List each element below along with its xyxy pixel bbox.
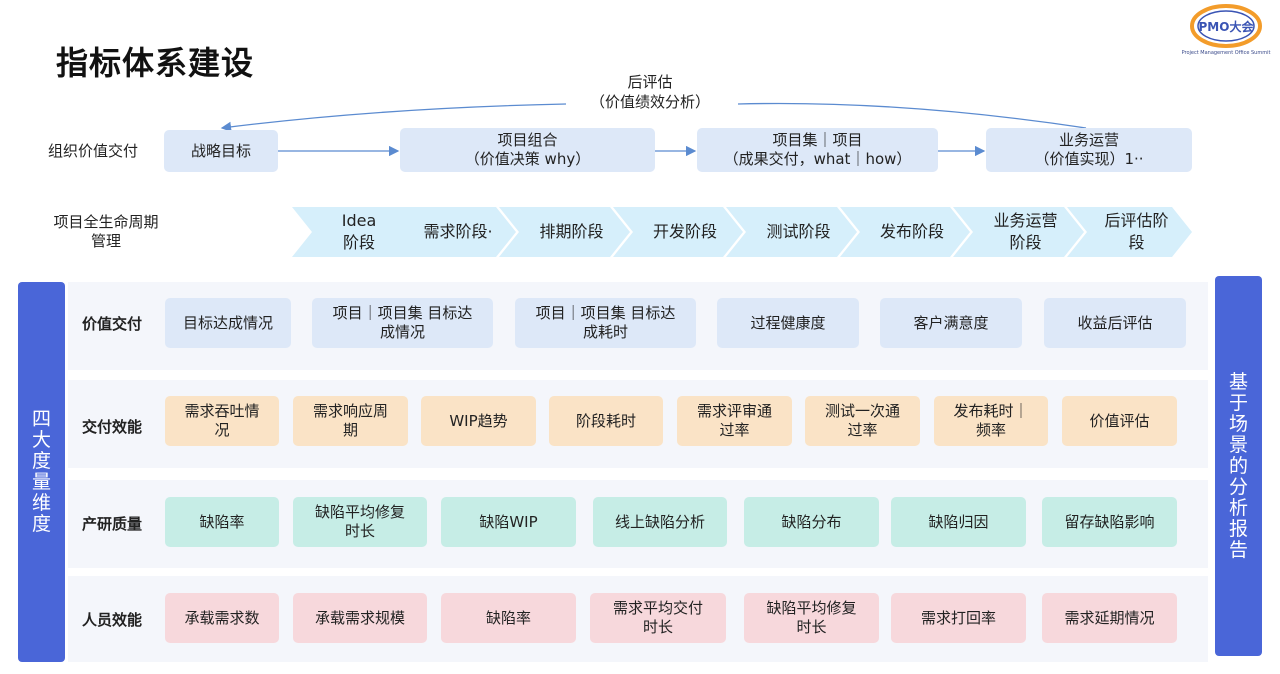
chevron-release [840,207,970,257]
chevron-idea [292,207,412,257]
metric-value-3: 项目｜项目集 目标达成耗时 [515,298,696,348]
metric-people-4: 需求平均交付时长 [590,593,726,643]
four-dimensions-bar: 四大度 量维度 [18,282,65,662]
metric-value-4: 过程健康度 [717,298,859,348]
logo-subtitle: Project Management Office Summit [1181,50,1271,56]
stage-post-eval: 后评估阶段 [1104,211,1169,252]
metric-efficiency-4: 阶段耗时 [549,396,663,446]
stage-develop: 开发阶段 [652,222,717,241]
metric-people-1: 承载需求数 [165,593,279,643]
metric-quality-2: 缺陷平均修复时长 [293,497,427,547]
chevron-develop [613,207,743,257]
stage-schedule: 排期阶段 [539,222,604,241]
metric-people-6: 需求打回率 [891,593,1026,643]
metric-quality-6: 缺陷归因 [891,497,1026,547]
lifecycle-label: 项目全生命周期 管理 [53,213,159,250]
org-item-strategy: 战略目标 [164,130,278,172]
dimension-label-efficiency: 交付效能 [82,418,143,436]
post-evaluation-label: 后评估 （价值绩效分析） [589,73,710,111]
stage-release: 发布阶段 [879,222,944,241]
metric-efficiency-8: 价值评估 [1062,396,1177,446]
metric-value-5: 客户满意度 [880,298,1022,348]
chevron-requirement [386,207,516,257]
org-item-portfolio: 项目组合（价值决策 why） [400,128,655,172]
org-value-label: 组织价值交付 [48,142,139,160]
chevron-test [726,207,857,257]
metric-quality-7: 留存缺陷影响 [1042,497,1177,547]
feedback-arrow [737,102,1087,129]
metric-quality-1: 缺陷率 [165,497,279,547]
metric-efficiency-6: 测试一次通过率 [805,396,920,446]
metric-value-6: 收益后评估 [1044,298,1186,348]
metric-people-3: 缺陷率 [441,593,576,643]
metric-quality-3: 缺陷WIP [441,497,576,547]
metric-efficiency-2: 需求响应周期 [293,396,408,446]
metric-people-5: 缺陷平均修复时长 [744,593,879,643]
metric-efficiency-5: 需求评审通过率 [677,396,792,446]
metric-efficiency-3: WIP趋势 [421,396,536,446]
stage-test: 测试阶段 [766,222,831,241]
stage-operation: 业务运营阶段 [993,211,1058,252]
logo-mark-icon: PMO大会 [1190,4,1262,48]
metric-quality-5: 缺陷分布 [744,497,879,547]
chevron-post-eval [1067,207,1192,257]
pmo-logo: PMO大会 [1186,2,1266,58]
scenario-report-bar: 基于场 景的分 析报告 [1215,276,1262,656]
stage-requirement: 需求阶段· [423,222,493,241]
chevron-operation [953,207,1084,257]
dimension-label-value: 价值交付 [82,315,143,333]
metric-efficiency-7: 发布耗时｜频率 [934,396,1048,446]
dimension-label-quality: 产研质量 [82,515,143,533]
metric-people-7: 需求延期情况 [1042,593,1177,643]
metric-people-2: 承载需求规模 [293,593,427,643]
org-item-program: 项目集｜项目（成果交付，what｜how） [697,128,938,172]
metric-value-1: 目标达成情况 [165,298,291,348]
page-title: 指标体系建设 [56,44,255,82]
metric-quality-4: 线上缺陷分析 [593,497,727,547]
org-item-operation: 业务运营（价值实现）1·· [986,128,1192,172]
logo-text: PMO大会 [1199,19,1255,34]
metric-efficiency-1: 需求吞吐情况 [165,396,279,446]
feedback-arrow-return [220,103,567,133]
metric-value-2: 项目｜项目集 目标达成情况 [312,298,493,348]
dimension-label-people: 人员效能 [82,611,143,629]
chevron-schedule [499,207,630,257]
